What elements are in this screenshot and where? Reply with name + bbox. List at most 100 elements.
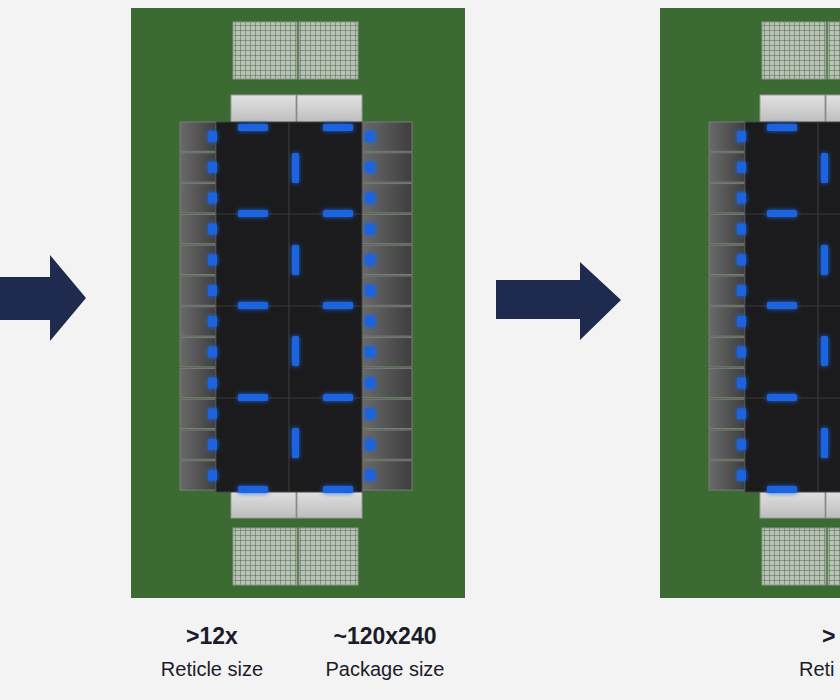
side-chiplet xyxy=(180,276,216,305)
bridge-mark xyxy=(767,486,797,493)
bridge-mark xyxy=(365,408,375,419)
memory-stack xyxy=(762,22,826,79)
bridge-mark xyxy=(323,210,353,217)
side-chiplet xyxy=(709,122,745,151)
side-chiplet xyxy=(362,245,412,274)
bridge-mark xyxy=(323,486,353,493)
bridge-mark xyxy=(208,131,217,142)
side-chiplet xyxy=(180,368,216,397)
bridge-mark xyxy=(208,254,217,265)
size-caption: Reticle size xyxy=(161,658,263,680)
io-tab xyxy=(297,95,362,123)
compute-die xyxy=(745,122,840,492)
side-chiplet xyxy=(180,338,216,367)
bridge-mark xyxy=(767,394,797,401)
bridge-mark xyxy=(767,124,797,131)
bridge-mark xyxy=(365,377,375,388)
bridge-mark xyxy=(292,153,299,183)
size-caption: Reti xyxy=(799,658,835,680)
side-chiplet xyxy=(362,368,412,397)
bridge-mark xyxy=(292,428,299,458)
bridge-mark xyxy=(292,245,299,275)
compute-die xyxy=(216,122,362,492)
side-chiplet xyxy=(709,153,745,182)
bridge-mark xyxy=(238,124,268,131)
bridge-mark xyxy=(737,439,746,450)
bridge-mark xyxy=(238,210,268,217)
bridge-mark xyxy=(737,377,746,388)
side-chiplet xyxy=(180,184,216,213)
bridge-mark xyxy=(365,470,375,481)
side-chiplet xyxy=(362,153,412,182)
bridge-mark xyxy=(821,336,828,366)
bridge-mark xyxy=(323,394,353,401)
side-chiplet xyxy=(362,399,412,428)
side-chiplet xyxy=(362,430,412,459)
side-chiplet xyxy=(709,399,745,428)
bridge-mark xyxy=(767,210,797,217)
bridge-mark xyxy=(737,347,746,358)
package xyxy=(131,8,465,598)
tile-divider xyxy=(745,122,840,492)
bridge-mark xyxy=(737,470,746,481)
flow-arrow xyxy=(496,262,621,340)
memory-stack xyxy=(299,22,358,79)
io-tab xyxy=(231,95,296,123)
bridge-mark xyxy=(365,285,375,296)
bridge-mark xyxy=(323,124,353,131)
side-chiplet xyxy=(709,214,745,243)
side-chiplet xyxy=(709,276,745,305)
bridge-mark xyxy=(208,223,217,234)
bridge-mark xyxy=(737,131,746,142)
side-chiplet xyxy=(709,430,745,459)
side-chiplet xyxy=(362,214,412,243)
side-chiplet xyxy=(180,430,216,459)
package xyxy=(660,8,840,598)
bridge-mark xyxy=(208,193,217,204)
side-chiplet xyxy=(180,307,216,336)
memory-stack xyxy=(299,528,358,585)
bridge-mark xyxy=(208,439,217,450)
flow-arrow xyxy=(0,255,86,341)
tile-divider xyxy=(216,122,362,492)
memory-stack xyxy=(233,528,297,585)
bridge-mark xyxy=(238,486,268,493)
bridge-mark xyxy=(238,394,268,401)
side-chiplet xyxy=(709,368,745,397)
side-chiplet xyxy=(362,338,412,367)
memory-stack xyxy=(233,22,297,79)
io-tab xyxy=(826,490,840,518)
bridge-mark xyxy=(365,316,375,327)
bridge-mark xyxy=(208,162,217,173)
bridge-mark xyxy=(238,302,268,309)
side-chiplet xyxy=(180,214,216,243)
memory-stack xyxy=(762,528,826,585)
bridge-mark xyxy=(208,470,217,481)
side-chiplet xyxy=(362,461,412,490)
bridge-mark xyxy=(767,302,797,309)
side-chiplet xyxy=(709,184,745,213)
io-tab xyxy=(760,95,825,123)
side-chiplet xyxy=(180,245,216,274)
bridge-mark xyxy=(365,193,375,204)
io-tab xyxy=(297,490,362,518)
bridge-mark xyxy=(737,193,746,204)
bridge-mark xyxy=(323,302,353,309)
size-value: ~120x240 xyxy=(334,624,437,649)
side-chiplet xyxy=(180,461,216,490)
bridge-mark xyxy=(208,408,217,419)
bridge-mark xyxy=(365,439,375,450)
side-chiplet xyxy=(362,276,412,305)
bridge-mark xyxy=(208,285,217,296)
bridge-mark xyxy=(737,162,746,173)
side-chiplet xyxy=(709,338,745,367)
substrate xyxy=(131,8,465,598)
bridge-mark xyxy=(208,316,217,327)
io-tab xyxy=(231,490,296,518)
bridge-mark xyxy=(365,131,375,142)
size-value: >12x xyxy=(186,624,238,649)
side-chiplet xyxy=(709,461,745,490)
bridge-mark xyxy=(208,377,217,388)
